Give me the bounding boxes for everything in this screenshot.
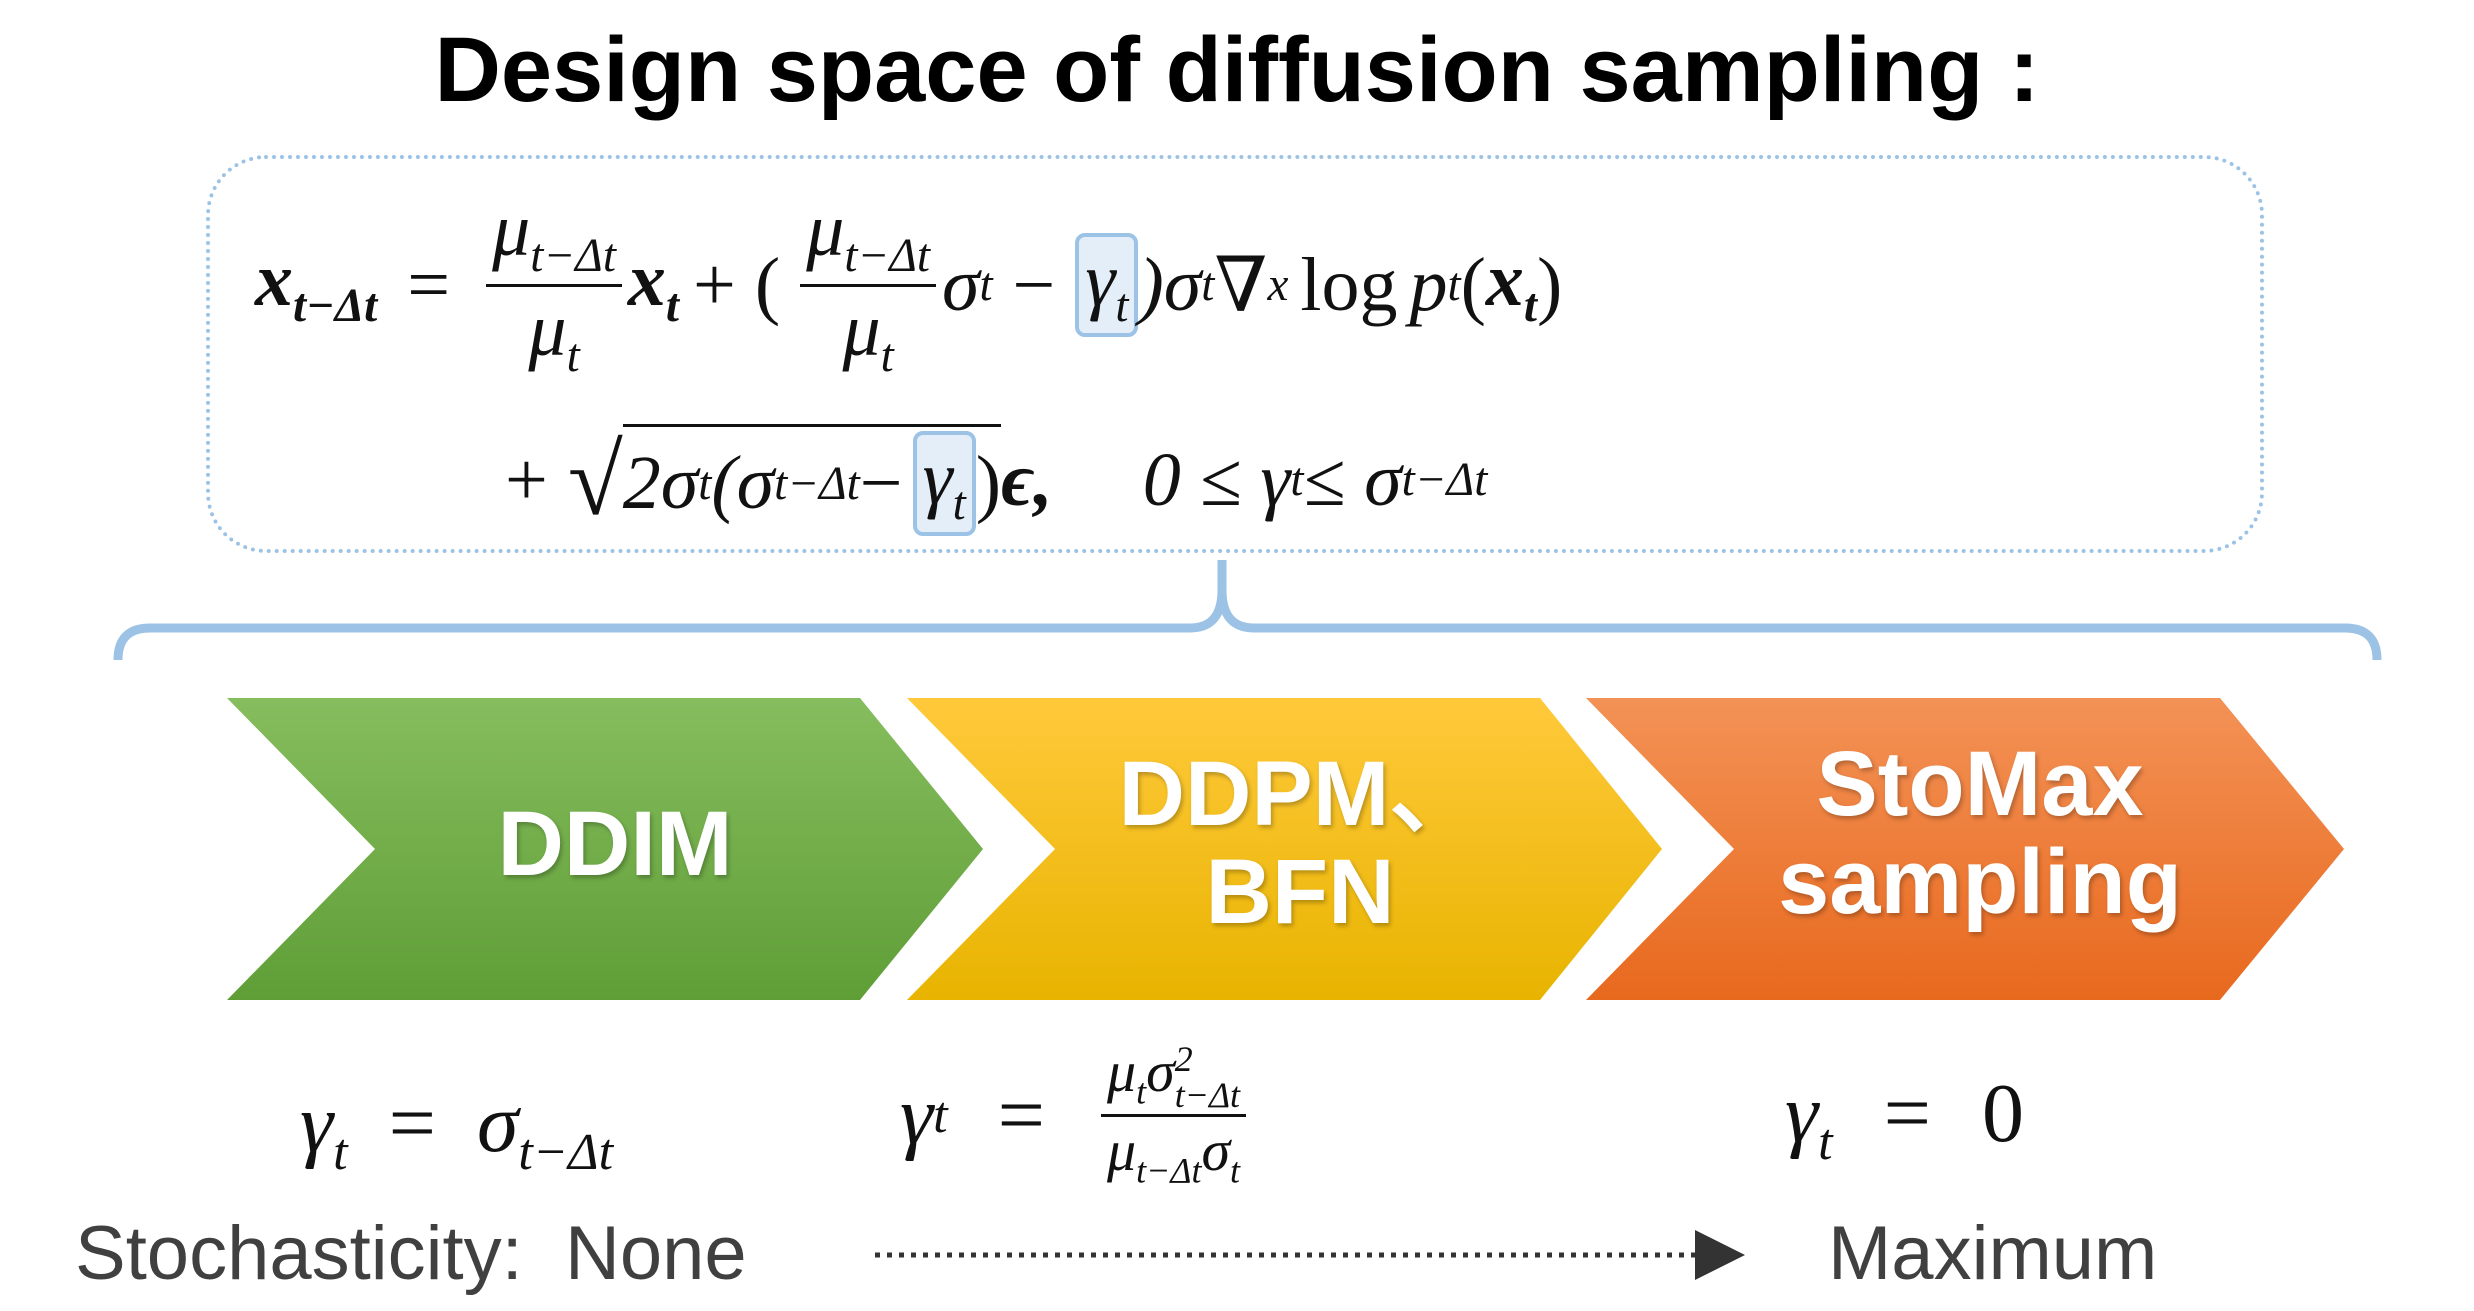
lhs-var: x (255, 237, 293, 322)
num-a: μ (1106, 1039, 1137, 1105)
f2-num-sub: t−Δt (844, 230, 930, 283)
minus: − (859, 441, 903, 525)
constraint-a-sub: t (1290, 454, 1304, 506)
arg-open: ( (1460, 242, 1486, 327)
gamma-sub: t (333, 1123, 348, 1181)
stage-label: DDPM、 (1118, 743, 1482, 845)
label: Stochasticity: (75, 1211, 523, 1296)
grad: ∇ (1214, 244, 1268, 328)
p: p (1409, 242, 1448, 327)
equals: = (1883, 1067, 1931, 1160)
stage-label: BFN (1205, 841, 1395, 943)
plus: + (505, 437, 548, 522)
gamma: γ (1785, 1067, 1819, 1160)
stage-label: DDIM (497, 793, 733, 895)
gamma: γ (922, 436, 953, 521)
constraint-b-sub: t−Δt (1401, 454, 1488, 506)
den-a: μ (1106, 1118, 1137, 1184)
stochasticity-label: Stochasticity: None (75, 1210, 747, 1297)
f2-den: μ (842, 287, 881, 372)
f2-num: μ (806, 188, 845, 273)
gamma-sub: t (1115, 280, 1129, 333)
den-b: σ (1201, 1118, 1231, 1184)
stochasticity-none: None (564, 1211, 747, 1296)
close-paren: ) (975, 441, 1001, 525)
arg-close: ) (1536, 242, 1563, 327)
equals: = (407, 242, 451, 327)
num-a-sub: t (1136, 1071, 1147, 1112)
minus: − (1012, 242, 1056, 327)
lhs: xt−Δt (255, 237, 377, 333)
num-b: σ (1146, 1039, 1175, 1105)
f1-den-sub: t (566, 329, 580, 382)
equals: = (388, 1077, 436, 1170)
arg-x: x (1485, 237, 1524, 322)
stage-label: StoMax (1816, 733, 2144, 835)
equals: = (997, 1068, 1045, 1162)
stage-ddpm-bfn: DDPM、BFN (1090, 745, 1510, 941)
gamma-highlight-1: γt (1075, 232, 1139, 338)
constraint-a: 0 ≤ γ (1142, 437, 1291, 522)
equation-box (206, 155, 2264, 553)
stomax-formula: γt = 0 (1785, 1065, 2024, 1172)
num-b-sub: t−Δt (1174, 1075, 1241, 1116)
rest-sub: t (1201, 259, 1215, 311)
ddpm-arrow-shape (907, 698, 1662, 1000)
stage-ddim: DDIM (430, 795, 800, 893)
inner-a-sub: t (698, 457, 712, 510)
arg-x-sub: t (1523, 280, 1537, 333)
log: log (1300, 242, 1398, 327)
stochasticity-maximum: Maximum (1828, 1211, 2158, 1296)
gamma-sub: t (1818, 1113, 1833, 1171)
rhs-sub: t−Δt (518, 1123, 614, 1181)
sigma-t: σ (941, 242, 980, 327)
f2-den-sub: t (880, 329, 894, 382)
gamma: γ (300, 1077, 334, 1170)
inner-b-sub: t−Δt (774, 457, 860, 510)
gamma: γ (900, 1068, 934, 1162)
rhs: σ (476, 1077, 519, 1170)
rest: )σ (1138, 242, 1202, 327)
f1-den: μ (528, 287, 567, 372)
sqrt-sign: √ (567, 424, 623, 536)
grad-sub: x (1267, 259, 1289, 311)
stage-label: sampling (1778, 831, 2182, 933)
rhs: 0 (1981, 1067, 2024, 1160)
gamma-sub: t (933, 1086, 948, 1144)
lhs-sub: t−Δt (293, 280, 378, 333)
num-b-sup: 2 (1174, 1039, 1193, 1080)
stomax-arrow-shape (1586, 698, 2344, 1000)
den-a-sub: t−Δt (1136, 1150, 1202, 1191)
gamma-highlight-2: γt (912, 431, 976, 536)
sigma-t-sub: t (979, 259, 993, 311)
epsilon: ϵ, (1001, 437, 1053, 522)
ddim-arrow-shape (227, 698, 983, 1000)
curly-brace (113, 560, 2382, 661)
fraction-1: μt−Δt μt (486, 187, 622, 382)
inner-b: (σ (711, 441, 775, 525)
constraint-b: ≤ σ (1303, 437, 1402, 522)
f1-num: μ (492, 188, 531, 273)
x-t: x (627, 237, 666, 322)
ddim-formula: γt = σt−Δt (300, 1075, 613, 1182)
p-sub: t (1447, 259, 1461, 311)
f1-num-sub: t−Δt (530, 230, 616, 283)
x-t-sub: t (665, 280, 680, 333)
den-b-sub: t (1230, 1150, 1241, 1191)
fraction-2: μt−Δt μt (800, 187, 936, 382)
inner-a: 2σ (622, 441, 699, 525)
plus-paren: + ( (693, 242, 781, 327)
gamma-sub: t (952, 478, 966, 531)
diagram-title: Design space of diffusion sampling : (434, 19, 2040, 121)
gamma: γ (1085, 237, 1116, 322)
